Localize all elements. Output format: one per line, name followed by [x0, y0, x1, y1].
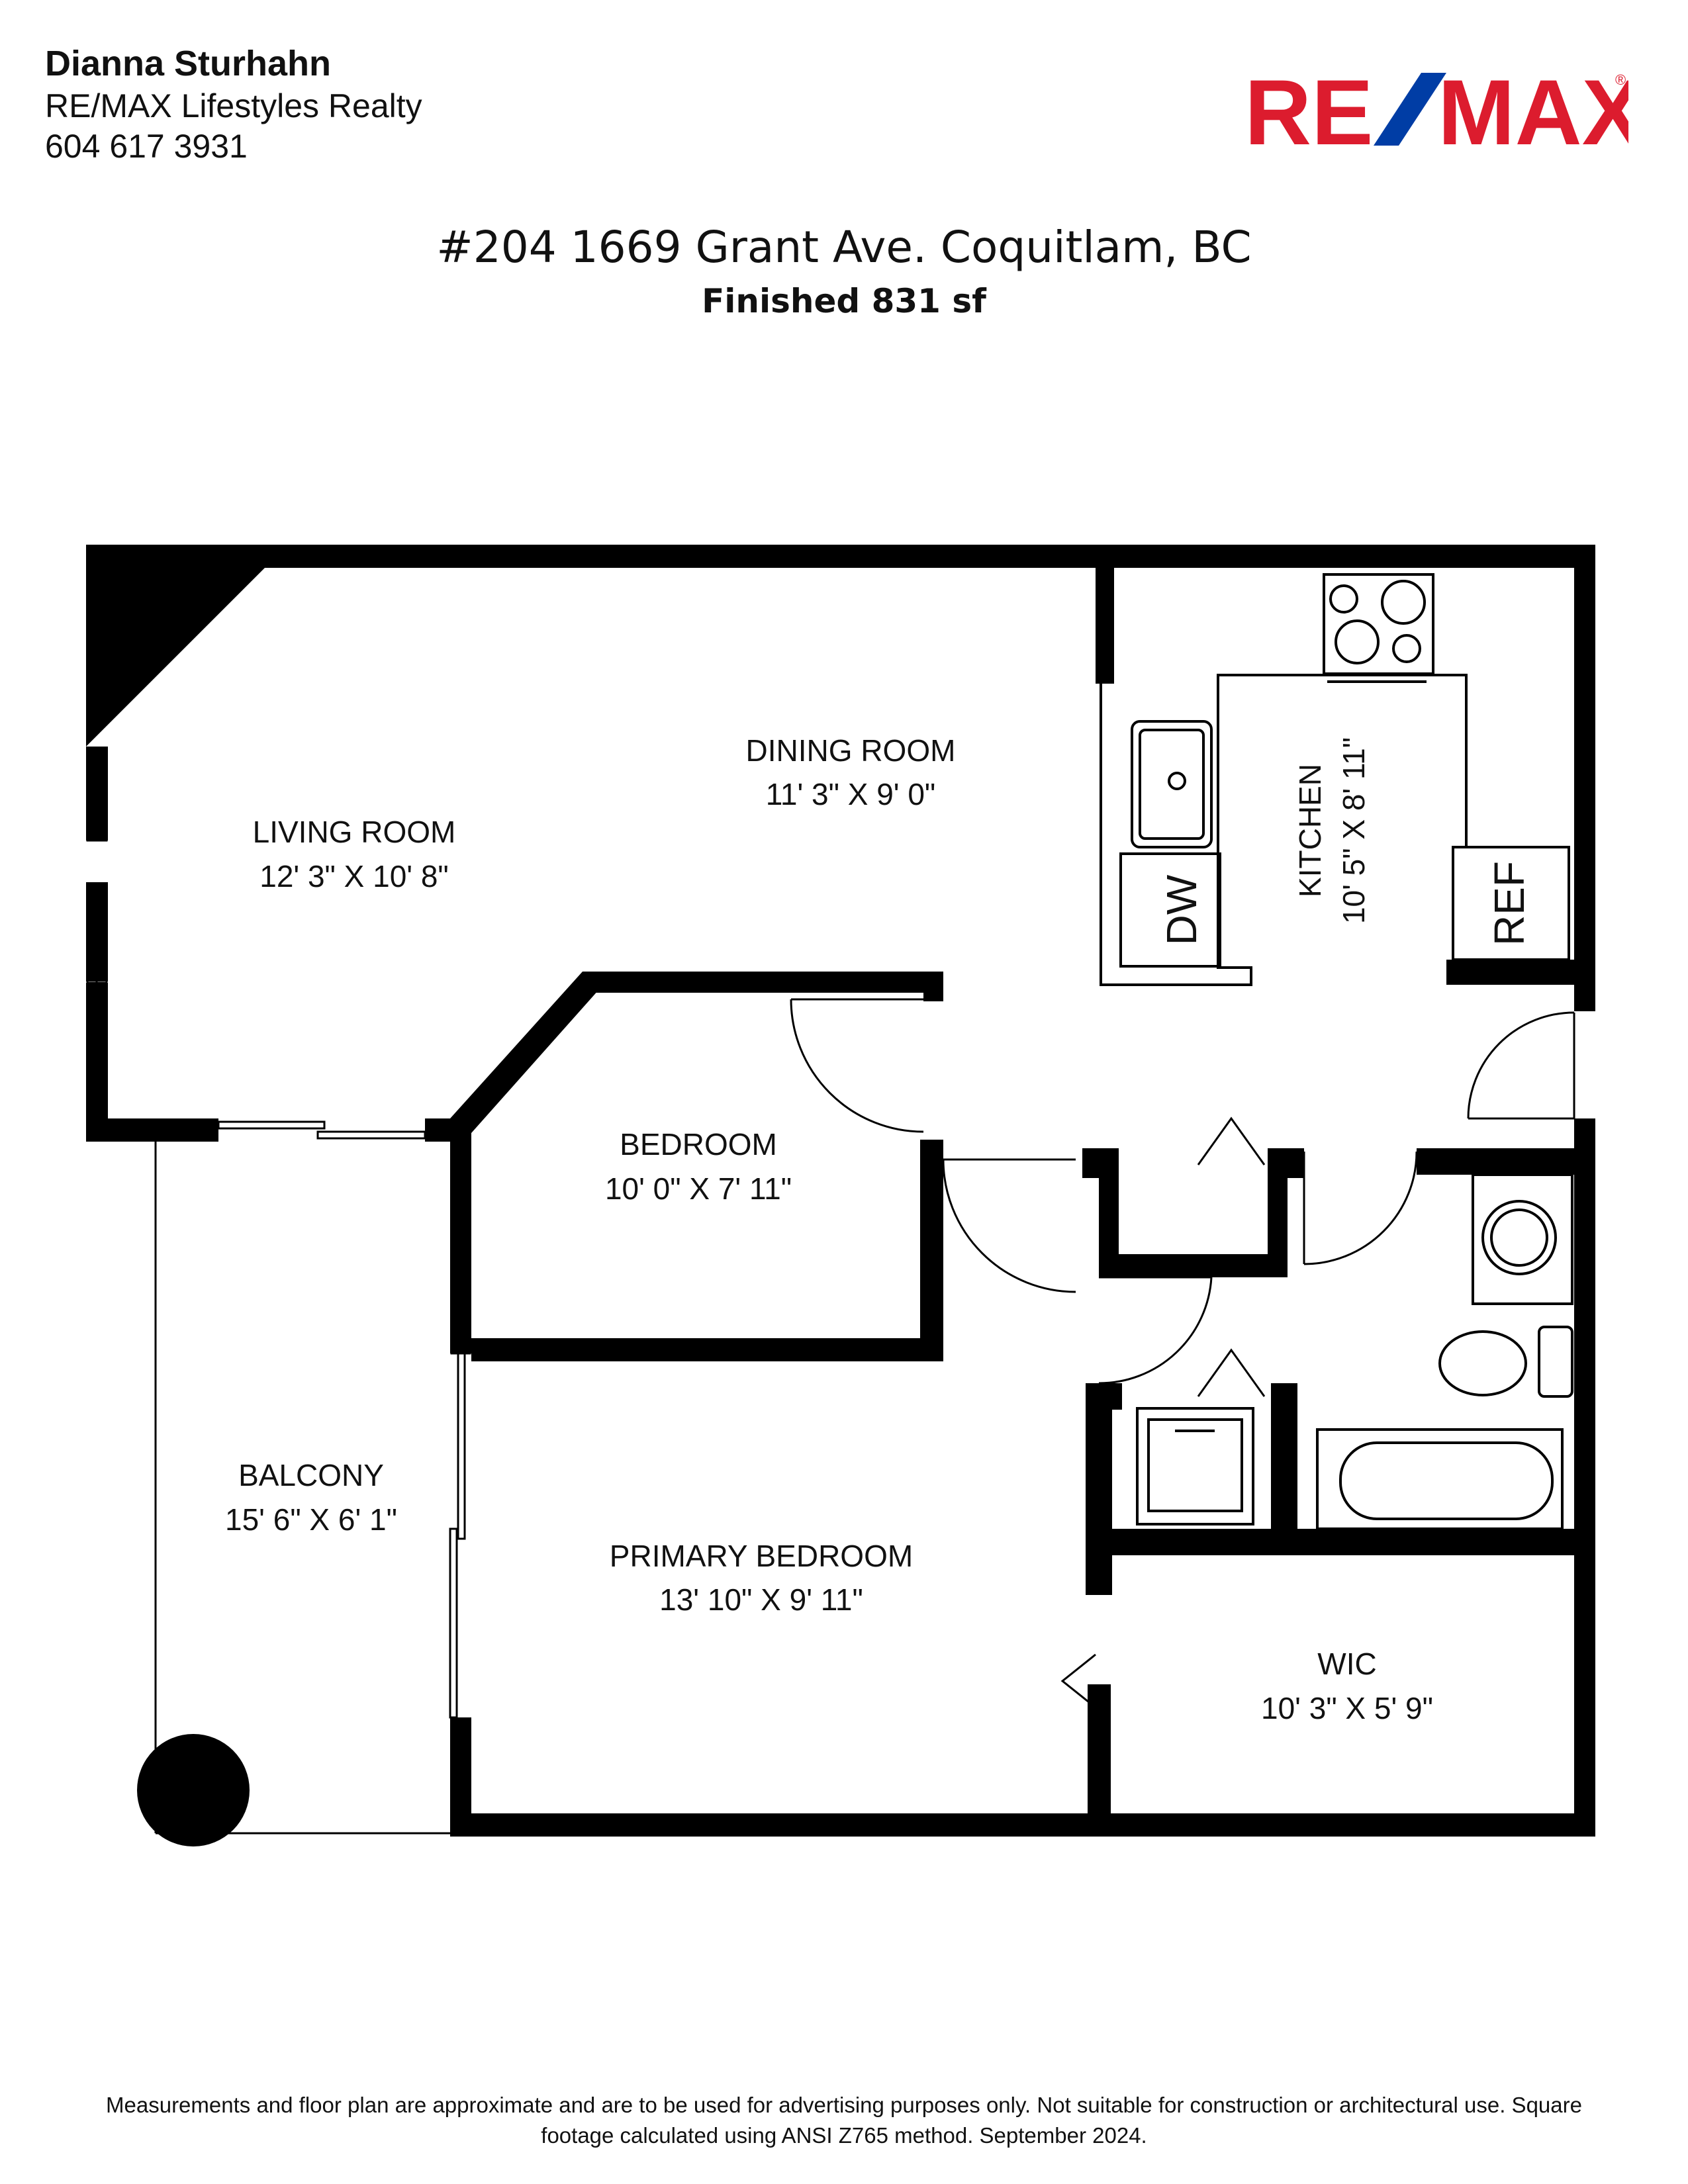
logo-text-re: RE: [1244, 66, 1373, 159]
finished-area: Finished 831 sf: [702, 282, 986, 320]
disclaimer-line-1: Measurements and floor plan are approxim…: [106, 2093, 1582, 2117]
dining-room-name: DINING ROOM: [746, 733, 956, 768]
kitchen-name: KITCHEN: [1293, 764, 1327, 897]
dishwasher-label: DW: [1158, 874, 1205, 945]
fireplace-block: [86, 545, 288, 747]
sliding-doors: [217, 1120, 466, 1719]
remax-logo: RE MAX ®: [1244, 66, 1628, 159]
balcony-size: 15' 6" X 6' 1": [225, 1502, 397, 1537]
agent-name: Dianna Sturhahn: [45, 44, 332, 83]
logo-registered: ®: [1615, 71, 1626, 88]
kitchen-fixtures: [1100, 573, 1570, 986]
logo-slash: [1374, 73, 1446, 146]
bathroom-fixtures: [1136, 1173, 1573, 1530]
fridge-label: REF: [1485, 861, 1533, 946]
primary-bedroom-size: 13' 10" X 9' 11": [659, 1582, 863, 1617]
agent-company: RE/MAX Lifestyles Realty: [45, 87, 422, 124]
living-room-name: LIVING ROOM: [253, 815, 456, 849]
agent-phone: 604 617 3931: [45, 127, 248, 165]
logo-text-max: MAX: [1438, 66, 1628, 159]
primary-bedroom-name: PRIMARY BEDROOM: [610, 1539, 913, 1573]
walls: [86, 545, 1595, 1837]
kitchen-size: 10' 5" X 8' 11": [1336, 737, 1371, 924]
disclaimer-line-2: footage calculated using ANSI Z765 metho…: [541, 2123, 1147, 2148]
balcony-circle: [137, 1734, 250, 1846]
wic-size: 10' 3" X 5' 9": [1261, 1691, 1433, 1725]
door-swings: [790, 998, 1575, 1709]
dining-room-size: 11' 3" X 9' 0": [766, 777, 936, 811]
wic-name: WIC: [1317, 1647, 1376, 1681]
balcony-name: BALCONY: [238, 1458, 384, 1492]
disclaimer: Measurements and floor plan are approxim…: [79, 2090, 1609, 2151]
bedroom-size: 10' 0" X 7' 11": [605, 1171, 792, 1206]
agent-info: Dianna Sturhahn RE/MAX Lifestyles Realty…: [45, 42, 422, 167]
listing-address: #204 1669 Grant Ave. Coquitlam, BC: [436, 222, 1252, 273]
bedroom-name: BEDROOM: [620, 1127, 777, 1161]
living-room-size: 12' 3" X 10' 8": [259, 859, 449, 893]
